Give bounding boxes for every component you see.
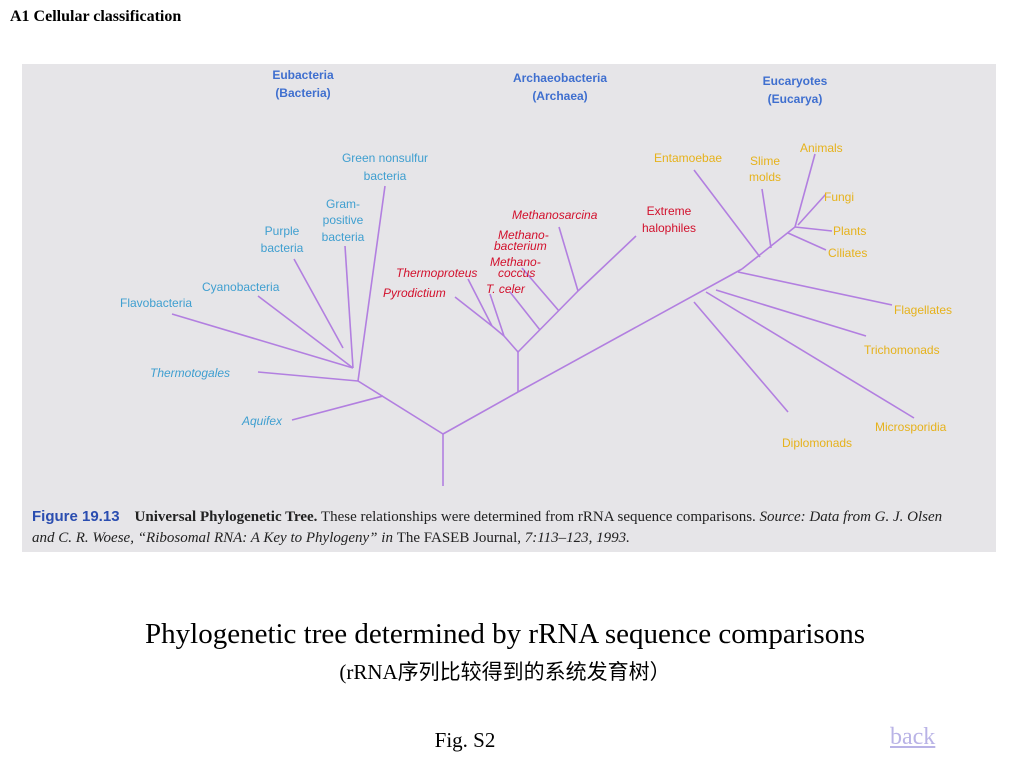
crown-eukaryotes-stem xyxy=(741,226,796,270)
branch-methanococcus xyxy=(509,291,541,331)
pyrodictium-stem xyxy=(491,325,505,337)
label-flagellates: Flagellates xyxy=(894,303,952,317)
figure-title: Universal Phylogenetic Tree. xyxy=(134,509,318,525)
figure-label: Fig. S2 xyxy=(434,728,496,752)
label-green-nonsulfur-1: Green nonsulfur xyxy=(342,151,428,165)
branch-plants xyxy=(794,226,833,232)
crenarchaeota-stem xyxy=(503,335,519,353)
branch-entamoebae xyxy=(693,169,761,258)
label-fungi: Fungi xyxy=(824,190,854,204)
label-methanobacterium-2: bacterium xyxy=(494,239,547,253)
label-microsporidia: Microsporidia xyxy=(875,420,947,434)
figure-caption-line-1: Figure 19.13 Universal Phylogenetic Tree… xyxy=(32,506,996,528)
figure-caption-text: These relationships were determined from… xyxy=(317,509,760,525)
figure-number: Figure 19.13 xyxy=(32,508,120,525)
domain-bacteria-name: Eubacteria xyxy=(272,68,334,82)
branch-aquifex xyxy=(291,395,384,421)
section-title: A1 Cellular classification xyxy=(10,8,182,25)
label-methanobacterium-1: Methano- xyxy=(498,228,549,242)
back-link[interactable]: back xyxy=(890,724,936,750)
branch-extreme-halophiles xyxy=(577,235,637,292)
branch-flagellates xyxy=(737,271,893,306)
figure-journal: The FASEB Journal, xyxy=(396,530,525,546)
branch-microsporidia xyxy=(705,291,915,419)
domain-bacteria-alias: (Bacteria) xyxy=(275,86,330,100)
label-slime-molds-2: molds xyxy=(749,170,781,184)
archaea-eukarya-trunk xyxy=(442,391,519,435)
branch-gram-positive xyxy=(344,245,354,369)
label-slime-molds-1: Slime xyxy=(750,154,780,168)
branch-green-nonsulfur xyxy=(357,185,386,382)
branch-t-celer xyxy=(489,293,505,337)
label-animals: Animals xyxy=(800,141,843,155)
domain-eukarya-alias: (Eucarya) xyxy=(768,92,823,106)
label-purple-1: Purple xyxy=(265,224,300,238)
branch-pyrodictium xyxy=(454,296,493,327)
branch-flavobacteria xyxy=(171,313,354,369)
label-pyrodictium: Pyrodictium xyxy=(383,286,446,300)
figure-source-authors: and C. R. Woese, “Ribosomal RNA: A Key t… xyxy=(32,530,397,546)
label-green-nonsulfur-2: bacteria xyxy=(364,169,407,183)
branch-purple xyxy=(293,258,344,349)
label-t-celer: T. celer xyxy=(486,282,526,296)
label-extreme-halophiles-1: Extreme xyxy=(647,204,692,218)
label-plants: Plants xyxy=(833,224,866,238)
label-trichomonads: Trichomonads xyxy=(864,343,940,357)
main-caption: Phylogenetic tree determined by rRNA seq… xyxy=(145,618,865,650)
figure-caption-line-2: and C. R. Woese, “Ribosomal RNA: A Key t… xyxy=(32,528,996,549)
euryarchaeota-stem xyxy=(517,290,579,353)
tree-branches xyxy=(171,153,915,486)
branch-trichomonads xyxy=(715,289,867,337)
label-thermoproteus: Thermoproteus xyxy=(396,266,477,280)
branch-thermoproteus xyxy=(467,278,493,327)
branch-fungi xyxy=(797,193,827,226)
branch-cyanobacteria xyxy=(257,295,354,369)
label-diplomonads: Diplomonads xyxy=(782,436,852,450)
label-methanococcus-1: Methano- xyxy=(490,255,541,269)
branch-methanosarcina xyxy=(558,226,579,292)
label-ciliates: Ciliates xyxy=(828,246,867,260)
label-entamoebae: Entamoebae xyxy=(654,151,722,165)
label-purple-2: bacteria xyxy=(261,241,304,255)
bacteria-trunk xyxy=(357,380,444,435)
label-extreme-halophiles-2: halophiles xyxy=(642,221,696,235)
figure-source: Source: Data from G. J. Olsen xyxy=(759,509,943,525)
branch-ciliates xyxy=(787,232,827,251)
label-thermotogales: Thermotogales xyxy=(150,366,230,380)
figure-citation: 7:113–123, 1993. xyxy=(524,530,630,546)
label-methanococcus-2: coccus xyxy=(498,266,535,280)
domain-eukarya-name: Eucaryotes xyxy=(763,74,828,88)
label-flavobacteria: Flavobacteria xyxy=(120,296,192,310)
label-aquifex: Aquifex xyxy=(241,414,283,428)
branch-methanobacterium xyxy=(521,267,560,312)
branch-diplomonads xyxy=(693,301,789,413)
branch-thermotogales xyxy=(257,371,359,382)
label-gram-positive-2: positive xyxy=(323,213,364,227)
branch-slime-molds xyxy=(761,188,772,249)
label-gram-positive-1: Gram- xyxy=(326,197,360,211)
domain-archaea-alias: (Archaea) xyxy=(532,89,587,103)
phylogenetic-tree-diagram: Eubacteria (Bacteria) Archaeobacteria (A… xyxy=(120,68,952,486)
eukarya-trunk xyxy=(517,268,743,393)
domain-archaea-name: Archaeobacteria xyxy=(513,71,607,85)
sub-caption: (rRNA序列比较得到的系统发育树） xyxy=(339,660,671,684)
label-cyanobacteria: Cyanobacteria xyxy=(202,280,280,294)
phylogenetic-tree-figure: Eubacteria (Bacteria) Archaeobacteria (A… xyxy=(22,64,996,552)
branch-animals xyxy=(794,153,816,228)
label-methanosarcina: Methanosarcina xyxy=(512,208,598,222)
figure-caption: Figure 19.13 Universal Phylogenetic Tree… xyxy=(32,506,996,549)
label-gram-positive-3: bacteria xyxy=(322,230,365,244)
